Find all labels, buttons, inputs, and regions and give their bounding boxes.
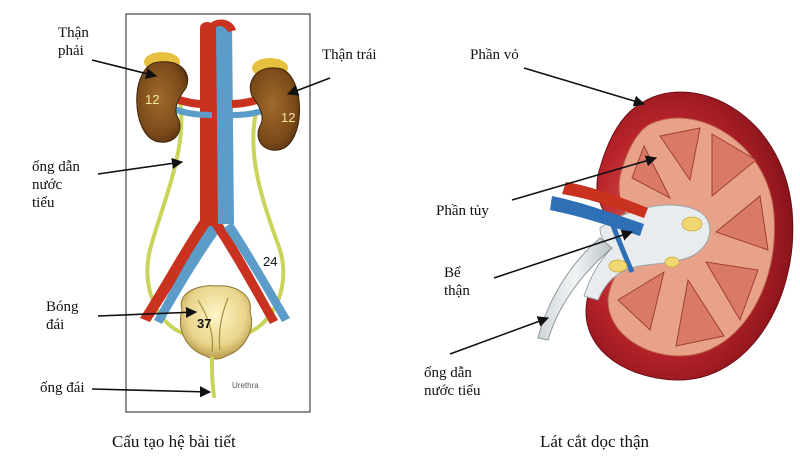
label-ureter-left-line3: tiểu	[32, 195, 55, 211]
urethra-tag: Urethra	[232, 381, 259, 390]
urethra-tube	[210, 356, 216, 398]
label-right-kidney-line2: phải	[58, 43, 84, 59]
label-urethra-text: ống đái	[40, 380, 85, 396]
label-left-kidney: Thận trái	[322, 46, 377, 64]
renal-artery	[562, 182, 648, 218]
bladder-shape	[180, 285, 252, 360]
label-pelvis-line2: thận	[444, 283, 470, 299]
label-ureter-right-line2: nước tiểu	[424, 383, 481, 399]
label-pelvis-line1: Bể	[444, 265, 461, 281]
kidney-right-shape	[136, 61, 189, 143]
label-ureter-right: ống dẫn nước tiểu	[424, 364, 480, 400]
bladder-detail	[197, 297, 229, 353]
label-cortex-text: Phần vỏ	[470, 47, 519, 63]
label-medulla-text: Phần tủy	[436, 203, 489, 219]
label-urethra: ống đái	[40, 379, 85, 397]
iliac-vessels	[140, 220, 290, 324]
kidney-right-number: 12	[145, 92, 159, 107]
label-ureter-right-line1: ống dẫn	[424, 365, 472, 381]
label-left-kidney-text: Thận trái	[322, 47, 377, 63]
renal-vein-branch	[607, 217, 635, 273]
label-right-kidney-line1: Thận	[58, 25, 89, 41]
label-ureter-left-line1: ống dẫn	[32, 159, 80, 175]
aortic-arch	[206, 19, 236, 32]
caption-left: Cấu tạo hệ bài tiết	[112, 432, 236, 451]
label-cortex: Phần vỏ	[470, 46, 519, 64]
label-ureter-left: ống dẫn nước tiểu	[32, 158, 80, 212]
label-bladder-line2: đái	[46, 317, 65, 333]
label-bladder-line1: Bóng	[46, 299, 79, 315]
label-bladder: Bóng đái	[46, 298, 79, 334]
kidney-left-number: 12	[281, 110, 295, 125]
ureter-number: 24	[263, 254, 277, 269]
right-leader-lines	[449, 67, 658, 355]
vena-cava	[212, 24, 234, 224]
caption-right: Lát cắt dọc thận	[540, 432, 650, 451]
sinus-fat	[608, 216, 703, 273]
label-pelvis: Bể thận	[444, 264, 470, 300]
label-medulla: Phần tủy	[436, 202, 489, 220]
renal-vein	[550, 196, 644, 236]
aorta	[200, 22, 218, 226]
ureter-tube	[537, 237, 613, 341]
label-right-kidney: Thận phải	[58, 24, 89, 60]
left-leader-lines	[91, 59, 331, 398]
bladder-number: 37	[197, 316, 211, 331]
renal-pyramids	[617, 127, 769, 347]
label-ureter-left-line2: nước	[32, 177, 63, 193]
